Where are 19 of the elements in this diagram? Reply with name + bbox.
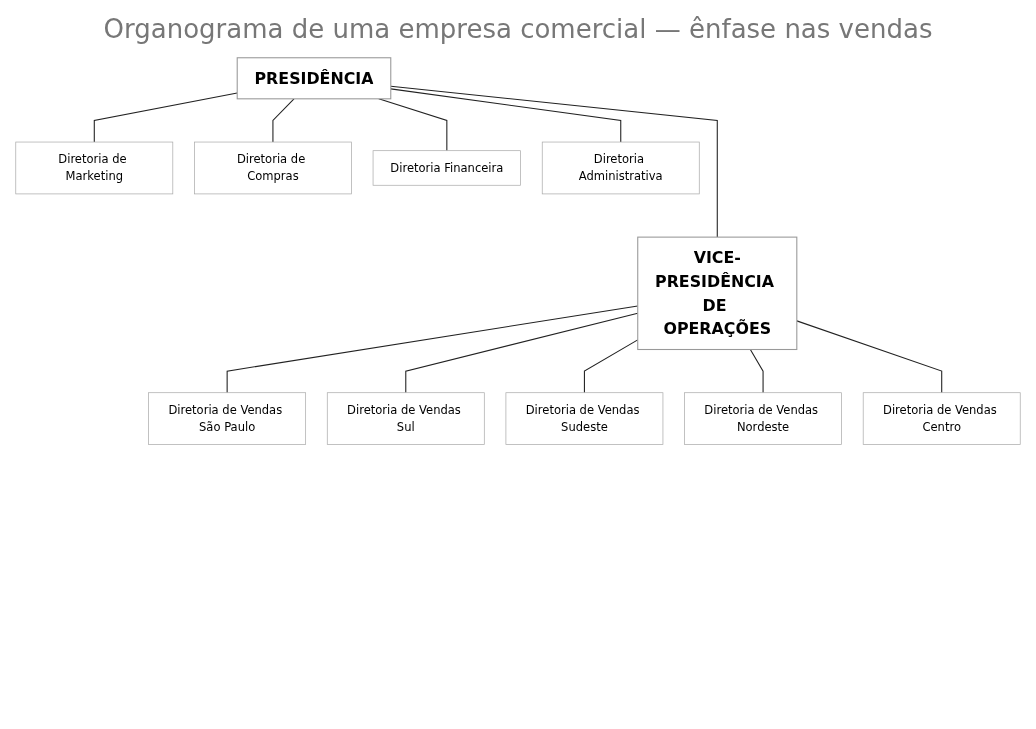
node-box: PRESIDÊNCIA: [236, 57, 392, 100]
node-box: Diretoria de Vendas Sul: [326, 392, 485, 445]
node-box: Diretoria de Vendas Nordeste: [684, 392, 842, 445]
node-box: Diretoria de Vendas Centro: [862, 392, 1021, 445]
diagram-title: Organograma de uma empresa comercial — ênfase nas vendas: [103, 14, 933, 44]
connector: [749, 348, 764, 394]
connector: [390, 88, 622, 143]
node-box: Diretoria de Vendas São Paulo: [148, 392, 307, 445]
node-box: Diretoria Financeira: [372, 150, 521, 186]
connector: [378, 98, 448, 152]
node-box: Diretoria Administrativa: [541, 141, 700, 195]
connector: [390, 85, 718, 238]
node-box: Diretoria de Marketing: [15, 141, 174, 195]
connector: [796, 320, 943, 394]
node-box: Diretoria de Vendas Sudeste: [505, 392, 664, 445]
connector: [93, 92, 238, 143]
node-box: Diretoria de Compras: [194, 141, 352, 195]
node-box: VICE-PRESIDÊNCIA DE OPERAÇÕES: [637, 236, 798, 351]
connector: [272, 98, 295, 143]
